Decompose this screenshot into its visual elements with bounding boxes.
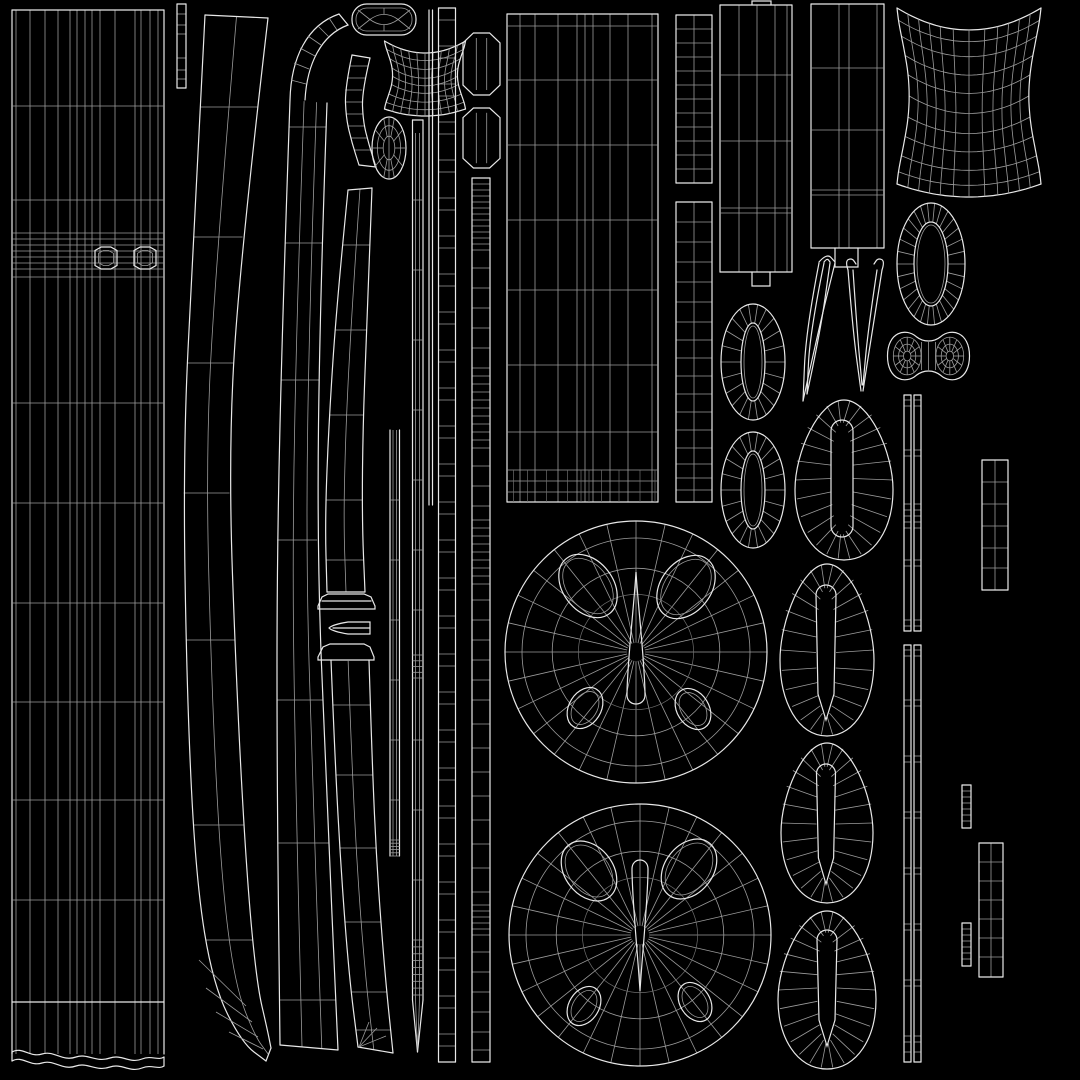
sageo-strip-2b — [913, 644, 922, 1063]
seam-strip — [428, 9, 434, 506]
ladder-c2 — [675, 201, 713, 503]
saya-bottom-wave — [11, 1049, 165, 1070]
ladder-a — [437, 7, 457, 1063]
ladder-b — [471, 177, 491, 1063]
seppa-oval-ring — [896, 202, 966, 326]
ladder-c1 — [675, 14, 713, 184]
fuchi-saddle — [383, 40, 467, 117]
saya-half-left — [183, 14, 272, 1062]
edge-loop-2 — [846, 258, 884, 392]
spine-strip — [411, 119, 424, 1053]
blade-mid-band — [330, 659, 394, 1054]
sageo-strip-2a — [903, 644, 912, 1063]
pin-ladder-1 — [961, 784, 972, 829]
edge-loop-1 — [802, 255, 836, 402]
tsuba-front — [504, 520, 768, 784]
seppa-egg-1 — [794, 399, 894, 561]
seppa-egg-4 — [777, 910, 877, 1070]
sageo-strip-1a — [903, 394, 912, 632]
pin-ladder-2 — [961, 922, 972, 967]
kashira-cap — [371, 116, 407, 180]
blade-tang-band — [325, 187, 373, 593]
saya-rivet-right — [133, 246, 157, 270]
kojiri-cap — [351, 3, 417, 36]
saya-rivet-left — [94, 246, 118, 270]
tsuba-back — [508, 803, 772, 1067]
sageo-strip-1b — [913, 394, 922, 632]
koiguchi-strip — [344, 54, 377, 168]
tip-cap-octoval-1 — [462, 32, 501, 96]
tsuka-grid — [506, 13, 659, 503]
saya-half-right — [276, 99, 339, 1051]
habaki-flare — [317, 593, 376, 610]
saya-tip-fan — [198, 959, 264, 1050]
saya-hook-outline — [289, 13, 349, 101]
blade-mid-fan — [358, 1021, 387, 1048]
fuchi-ring-2 — [720, 431, 786, 549]
tsuka-side-b-tab — [834, 247, 859, 268]
kurikata-peanut — [886, 331, 971, 381]
ita-ladder-a — [981, 459, 1009, 591]
tsuka-side-a-tabs — [751, 0, 772, 287]
seppa-egg-3 — [780, 742, 874, 904]
saya-body-grid — [11, 9, 165, 1055]
ita-ladder-b — [978, 842, 1004, 978]
kashira-saddle — [896, 7, 1042, 198]
tsuka-side-b — [810, 3, 885, 249]
kissaki-bullet — [328, 621, 371, 635]
seppa-egg-2 — [779, 563, 875, 737]
saya-hook-fan — [290, 17, 338, 85]
tsuka-side-a — [719, 4, 793, 273]
end-cap-strip — [176, 3, 187, 89]
tip-cap-octoval-2 — [462, 107, 501, 169]
edge-strip-a — [389, 429, 401, 857]
blade-mid-flare — [317, 643, 375, 661]
fuchi-ring-1 — [720, 303, 786, 421]
